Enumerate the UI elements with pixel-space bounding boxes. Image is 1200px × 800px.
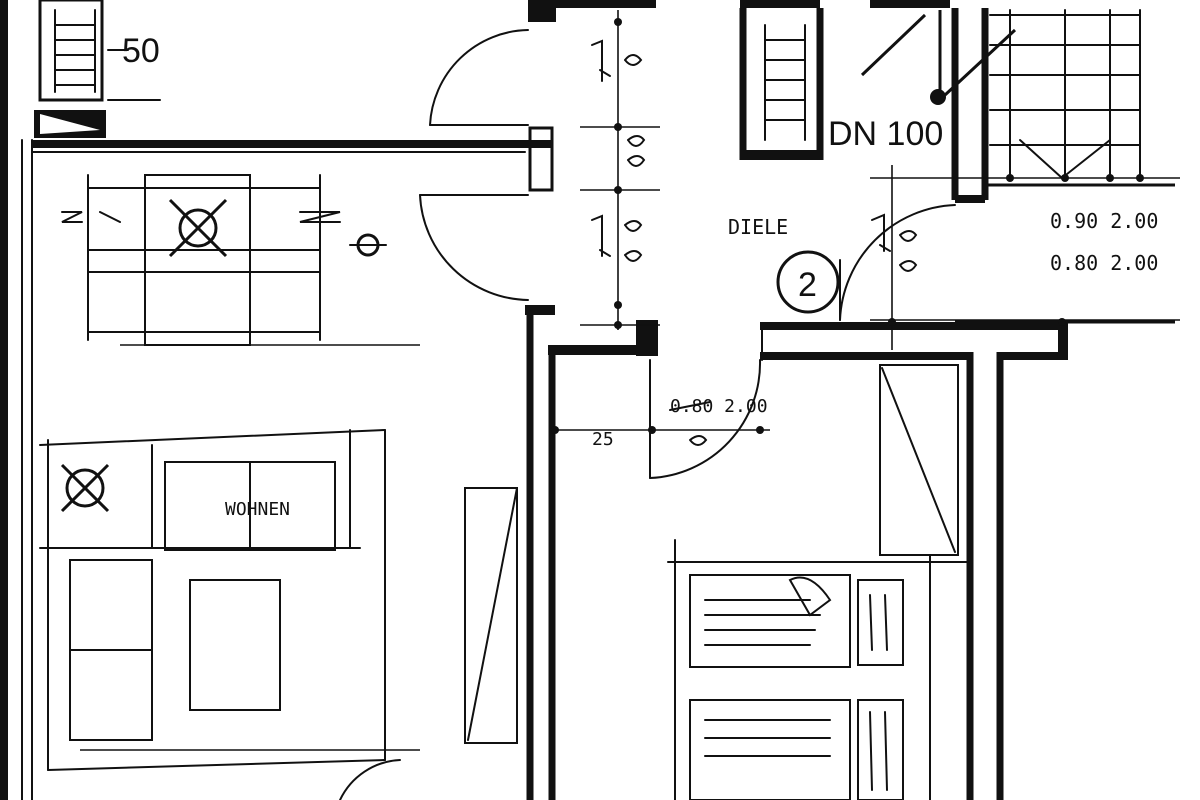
shaft-hatching [764,10,1017,141]
stair-top-right [989,9,1141,181]
ceiling-light-living [60,463,110,513]
bed-upper [689,574,904,668]
dimension-lines [80,10,1180,751]
dim-lower-door: 0.80 2.00 [670,396,768,417]
dimension-annotations [591,39,918,446]
stair-number: 50 [122,32,160,70]
ceiling-light-dining [168,198,228,258]
armchair [69,559,153,741]
wardrobe-living [464,487,518,744]
coffee-table [189,579,281,711]
dining-annotations [61,211,341,223]
bed-lower [689,699,904,800]
hall-label: DIELE [728,215,788,239]
room-number: 2 [798,266,817,304]
dim-lower-small: 25 [592,429,614,450]
doors [339,29,956,800]
wall-outlet [349,233,387,257]
walls [0,0,1175,800]
stair-top-left [54,9,161,101]
living-label: WOHNEN [225,499,290,520]
pipe-label: DN 100 [828,115,943,153]
dim-upper-right-2: 0.80 2.00 [1050,251,1158,275]
bedroom-lines [667,539,969,800]
room-number-marker [776,250,840,314]
sideboard [164,461,336,551]
living-area-outline [39,429,386,771]
wardrobe-bedroom [879,364,959,556]
dining-table [87,174,321,346]
dim-upper-right-1: 0.90 2.00 [1050,209,1158,233]
